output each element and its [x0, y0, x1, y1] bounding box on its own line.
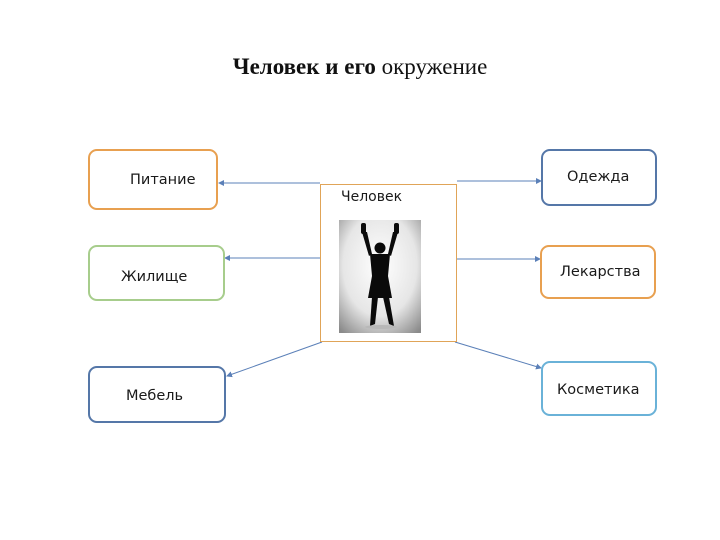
node-cosmetics: Косметика: [541, 361, 657, 416]
person-silhouette-image: [339, 220, 421, 333]
node-food: Питание: [88, 149, 218, 210]
node-housing: Жилище: [88, 245, 225, 301]
node-housing-label: Жилище: [121, 269, 188, 285]
node-food-label: Питание: [130, 172, 196, 188]
arrow-to-furniture: [226, 341, 323, 378]
diagram-title: Человек и его окружение: [232, 54, 488, 79]
center-node-person: Человек: [320, 184, 457, 342]
node-clothing-label: Одежда: [567, 169, 630, 185]
node-medicine-label: Лекарства: [560, 264, 641, 280]
node-clothing: Одежда: [541, 149, 657, 206]
center-node-label: Человек: [341, 189, 403, 205]
arrow-to-cosmetics: [454, 341, 542, 370]
node-furniture-label: Мебель: [126, 388, 184, 404]
node-cosmetics-label: Косметика: [557, 382, 640, 398]
node-furniture: Мебель: [88, 366, 226, 423]
node-medicine: Лекарства: [540, 245, 656, 299]
